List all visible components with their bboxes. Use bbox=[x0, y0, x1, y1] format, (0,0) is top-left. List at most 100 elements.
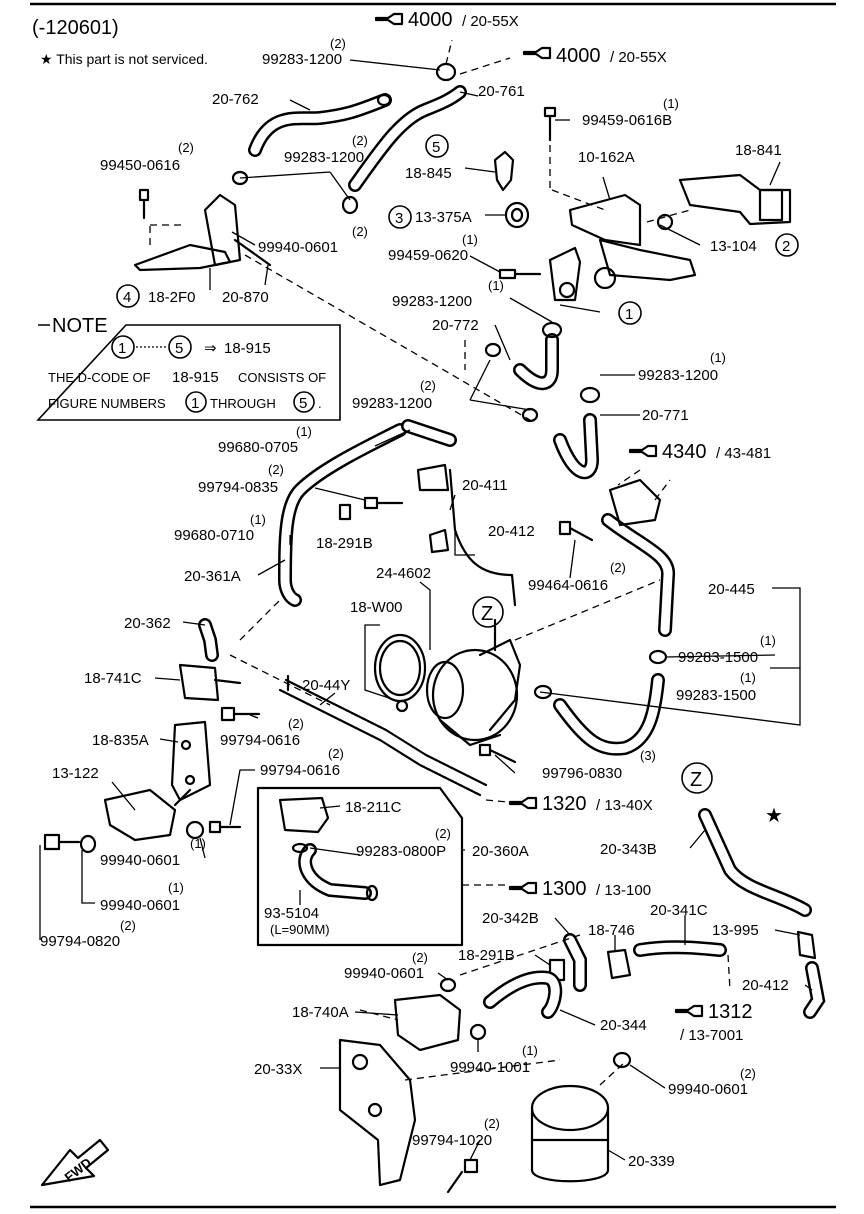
part-label[interactable]: 93-5104 bbox=[264, 905, 319, 922]
figure-number-1[interactable]: 1 bbox=[618, 301, 642, 325]
reference-page: 4340 bbox=[662, 441, 707, 463]
zone-marker-label: Z bbox=[690, 769, 702, 791]
part-label[interactable]: 20-361A bbox=[184, 568, 241, 585]
part-label[interactable]: 99794-0820 bbox=[40, 933, 120, 950]
reference-3[interactable]: 4340 / 43-481 bbox=[628, 441, 771, 463]
part-label[interactable]: 99680-0710 bbox=[174, 527, 254, 544]
part-label[interactable]: 20-412 bbox=[742, 977, 789, 994]
part-label[interactable]: 99794-0835 bbox=[198, 479, 278, 496]
part-label[interactable]: 20-412 bbox=[488, 523, 535, 540]
part-label[interactable]: 20-411 bbox=[462, 477, 508, 494]
figure-number-label: 2 bbox=[782, 238, 790, 255]
drawing-parts bbox=[40, 39, 826, 1194]
part-label[interactable]: 20-343B bbox=[600, 841, 657, 858]
reference-6[interactable]: 1312 / 13-7001 bbox=[674, 1001, 753, 1044]
part-label[interactable]: 99940-0601 bbox=[258, 239, 338, 256]
zone-marker-z[interactable]: Z bbox=[681, 762, 713, 794]
reference-1[interactable]: 4000 / 20-55X bbox=[374, 9, 519, 31]
part-label[interactable]: 20-33X bbox=[254, 1061, 302, 1078]
part-label[interactable]: 99940-0601 bbox=[344, 965, 424, 982]
figure-number-5[interactable]: 5 bbox=[425, 134, 449, 158]
reference-sub: / 13-100 bbox=[596, 882, 651, 899]
part-label[interactable]: 18-845 bbox=[405, 165, 452, 182]
reference-5[interactable]: 1300 / 13-100 bbox=[508, 878, 651, 900]
part-label[interactable]: 20-44Y bbox=[302, 677, 350, 694]
part-label[interactable]: 20-344 bbox=[600, 1017, 647, 1034]
part-label[interactable]: 20-341C bbox=[650, 902, 708, 919]
quantity: (1) bbox=[296, 424, 312, 439]
part-label[interactable]: 99283-1500 bbox=[678, 649, 758, 666]
part-label[interactable]: 18-746 bbox=[588, 922, 635, 939]
part-label[interactable]: 99464-0616 bbox=[528, 577, 608, 594]
part-label[interactable]: 18-2F0 bbox=[148, 289, 196, 306]
part-label[interactable]: 99459-0616B bbox=[582, 112, 672, 129]
part-label[interactable]: 18-835A bbox=[92, 732, 149, 749]
part-label[interactable]: 13-995 bbox=[712, 922, 759, 939]
part-label[interactable]: 99283-1200 bbox=[284, 149, 364, 166]
quantity: (2) bbox=[435, 826, 451, 841]
part-label[interactable]: 99940-0601 bbox=[668, 1081, 748, 1098]
part-label[interactable]: 18-741C bbox=[84, 670, 142, 687]
part-label[interactable]: 99940-0601 bbox=[100, 897, 180, 914]
part-label[interactable]: 20-772 bbox=[432, 317, 479, 334]
part-label[interactable]: 18-740A bbox=[292, 1004, 349, 1021]
part-label[interactable]: 13-122 bbox=[52, 765, 99, 782]
quantity: (1) bbox=[710, 350, 726, 365]
part-label[interactable]: 20-771 bbox=[642, 407, 689, 424]
part-label[interactable]: 99794-0616 bbox=[260, 762, 340, 779]
part-label[interactable]: 99283-1200 bbox=[392, 293, 472, 310]
reference-page: 4000 bbox=[556, 45, 601, 67]
part-label[interactable]: 20-339 bbox=[628, 1153, 675, 1170]
part-label[interactable]: 18-211C bbox=[345, 799, 402, 816]
part-label[interactable]: 24-4602 bbox=[376, 565, 431, 582]
figure-number-2[interactable]: 2 bbox=[775, 233, 799, 257]
part-label[interactable]: 99794-0616 bbox=[220, 732, 300, 749]
part-label[interactable]: 99283-1200 bbox=[352, 395, 432, 412]
part-label[interactable]: 20-360A bbox=[472, 843, 529, 860]
part-label[interactable]: 99283-0800P bbox=[356, 843, 446, 860]
reference-sub: / 20-55X bbox=[462, 13, 519, 30]
part-label[interactable]: 99459-0620 bbox=[388, 247, 468, 264]
part-label[interactable]: 20-762 bbox=[212, 91, 259, 108]
note-figure-start: 1 bbox=[118, 340, 126, 357]
quantity: (2) bbox=[484, 1116, 500, 1131]
part-label[interactable]: 99283-1200 bbox=[262, 51, 342, 68]
zone-marker-z[interactable]: Z bbox=[472, 596, 504, 628]
part-label[interactable]: 99794-1020 bbox=[412, 1132, 492, 1149]
quantity: (1) bbox=[462, 232, 478, 247]
part-label[interactable]: 99450-0616 bbox=[100, 157, 180, 174]
quantity: (2) bbox=[412, 950, 428, 965]
note-target-code: 18-915 bbox=[224, 340, 271, 357]
part-label[interactable]: 99283-1200 bbox=[638, 367, 718, 384]
note-line2-a: FIGURE NUMBERS bbox=[48, 396, 166, 411]
part-label[interactable]: 99940-1001 bbox=[450, 1059, 530, 1076]
part-label[interactable]: 99940-0601 bbox=[100, 852, 180, 869]
note-line2-c: THROUGH bbox=[210, 396, 276, 411]
reference-sub: / 13-40X bbox=[596, 797, 653, 814]
part-sublabel: (L=90MM) bbox=[270, 922, 330, 937]
part-label[interactable]: 18-291B bbox=[458, 947, 515, 964]
part-label[interactable]: 18-291B bbox=[316, 535, 373, 552]
part-label[interactable]: 18-W00 bbox=[350, 599, 403, 616]
part-label[interactable]: 13-104 bbox=[710, 238, 757, 255]
part-label[interactable]: 10-162A bbox=[578, 149, 635, 166]
reference-4[interactable]: 1320 / 13-40X bbox=[508, 793, 653, 815]
reference-sub: / 43-481 bbox=[716, 445, 771, 462]
figure-number-3[interactable]: 3 bbox=[388, 205, 412, 229]
part-label[interactable]: 20-362 bbox=[124, 615, 171, 632]
part-label[interactable]: 20-445 bbox=[708, 581, 755, 598]
part-label[interactable]: 99283-1500 bbox=[676, 687, 756, 704]
part-label[interactable]: 20-342B bbox=[482, 910, 539, 927]
reference-2[interactable]: 4000 / 20-55X bbox=[522, 45, 667, 67]
part-label[interactable]: 99680-0705 bbox=[218, 439, 298, 456]
fwd-label: FWD bbox=[62, 1155, 95, 1185]
part-label[interactable]: 99796-0830 bbox=[542, 765, 622, 782]
reference-sub: / 20-55X bbox=[610, 49, 667, 66]
part-label[interactable]: 18-841 bbox=[735, 142, 782, 159]
zone-marker-label: Z bbox=[481, 603, 493, 625]
part-label[interactable]: 13-375A bbox=[415, 209, 472, 226]
part-label[interactable]: 20-761 bbox=[478, 83, 525, 100]
figure-number-4[interactable]: 4 bbox=[116, 284, 140, 308]
part-label[interactable]: 20-870 bbox=[222, 289, 269, 306]
